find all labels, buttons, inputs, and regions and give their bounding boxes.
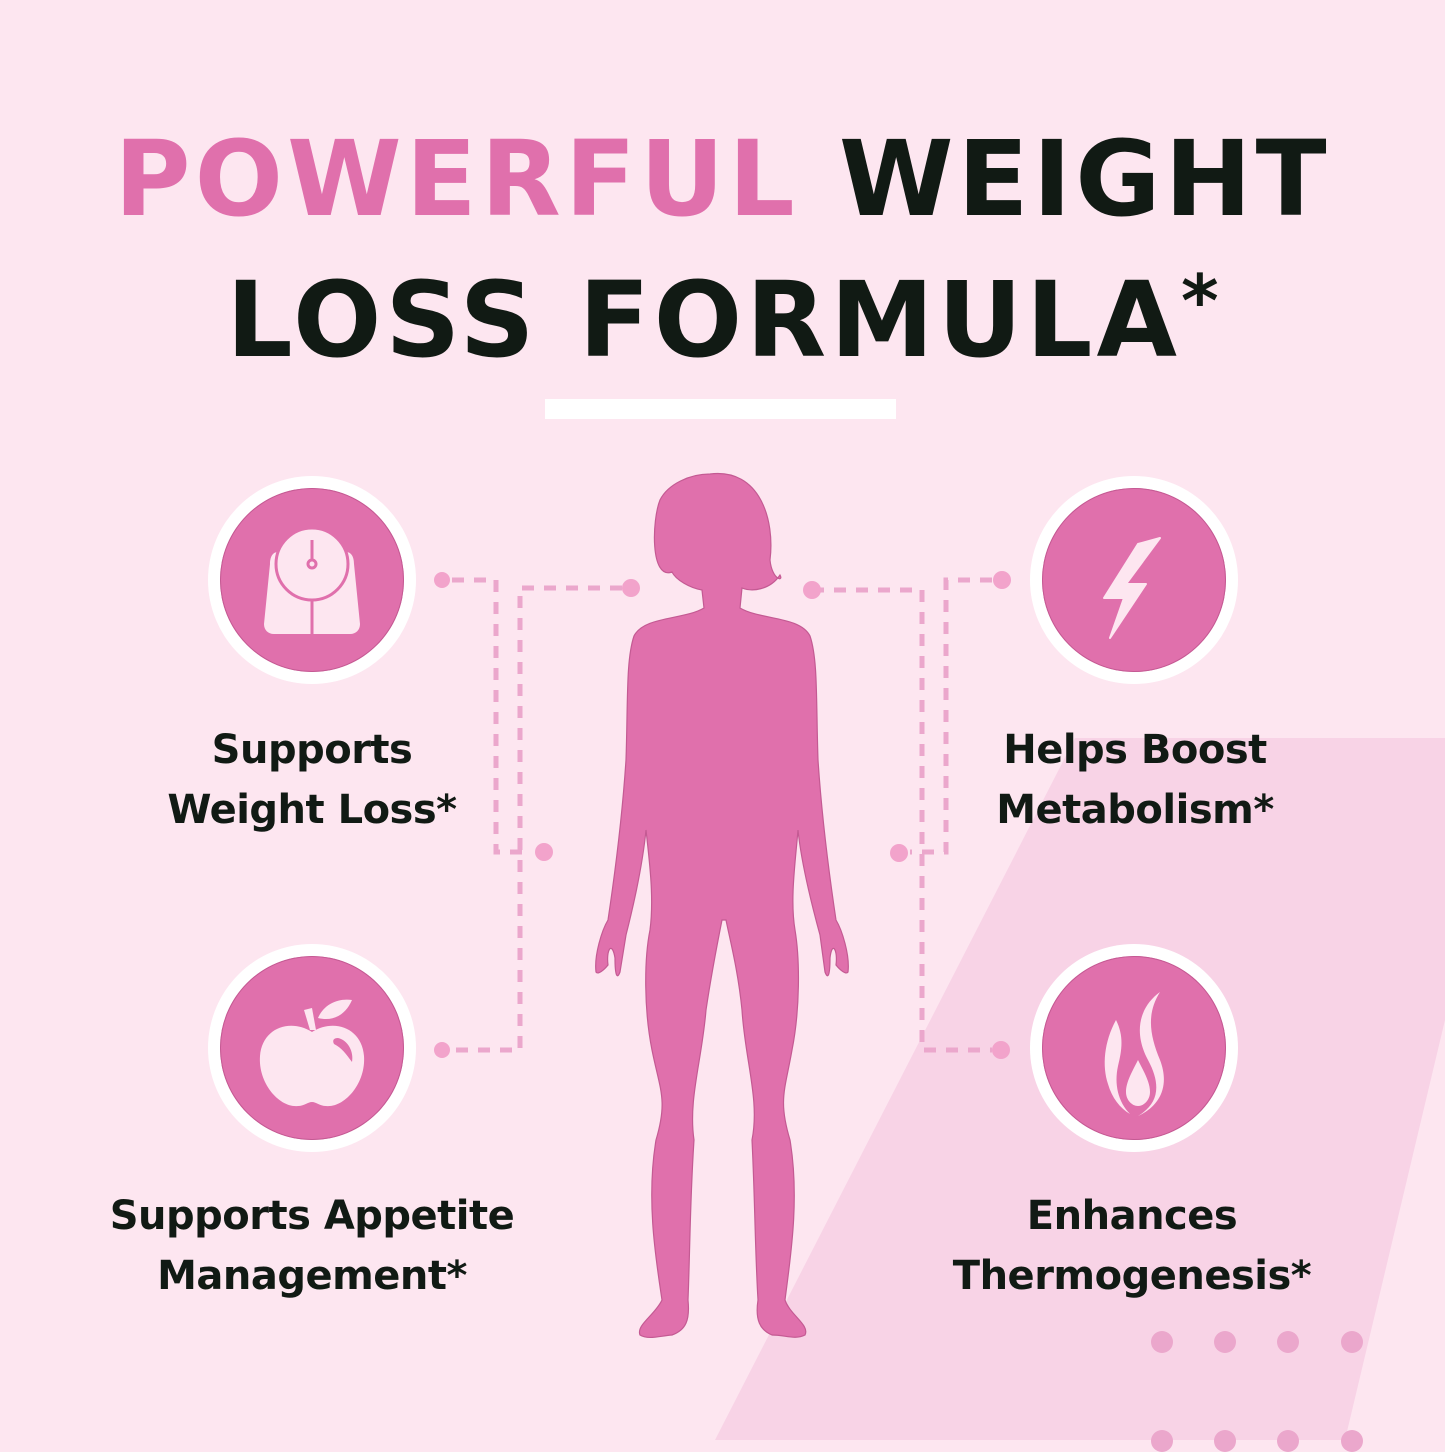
benefit-appetite-icon-disc xyxy=(220,956,404,1140)
decorative-dot xyxy=(1151,1331,1173,1353)
decorative-dot xyxy=(1214,1331,1236,1353)
headline: POWERFUL WEIGHT LOSS FORMULA* xyxy=(0,118,1445,381)
flame-icon xyxy=(1104,992,1164,1116)
decorative-dot xyxy=(1341,1331,1363,1353)
headline-line-1: POWERFUL WEIGHT xyxy=(0,118,1445,240)
connector-lines xyxy=(452,577,992,1053)
benefit-appetite-icon-ring xyxy=(208,944,416,1152)
headline-line-2-text: LOSS FORMULA xyxy=(226,259,1181,381)
lightning-bolt-icon xyxy=(1103,537,1161,639)
headline-divider xyxy=(545,399,896,419)
benefit-weight-loss-label: Supports Weight Loss* xyxy=(167,727,457,833)
benefit-metabolism-icon-ring xyxy=(1030,476,1238,684)
decorative-dot xyxy=(1214,1430,1236,1452)
woman-silhouette-icon xyxy=(595,473,849,1339)
benefit-thermogenesis-icon-disc xyxy=(1042,956,1226,1140)
benefit-metabolism-icon-disc xyxy=(1042,488,1226,672)
decorative-dot xyxy=(1277,1430,1299,1452)
benefit-thermogenesis-label: Enhances Thermogenesis* xyxy=(952,1193,1312,1299)
benefit-thermogenesis-icon-ring xyxy=(1030,944,1238,1152)
benefit-appetite-label: Supports Appetite Management* xyxy=(109,1193,515,1299)
decorative-dot xyxy=(1277,1331,1299,1353)
benefit-weight-loss-icon-ring xyxy=(208,476,416,684)
benefit-weight-loss-icon-disc xyxy=(220,488,404,672)
connector-dots xyxy=(434,571,1011,1059)
decorative-dot xyxy=(1151,1430,1173,1452)
headline-accent-word: POWERFUL xyxy=(114,118,799,240)
scale-icon xyxy=(264,526,360,634)
benefit-metabolism-label: Helps Boost Metabolism* xyxy=(996,727,1274,833)
decorative-dot xyxy=(1341,1430,1363,1452)
apple-icon xyxy=(259,999,365,1107)
headline-asterisk: * xyxy=(1180,259,1219,343)
headline-line-2: LOSS FORMULA* xyxy=(0,240,1445,381)
headline-line-1-rest: WEIGHT xyxy=(838,118,1331,240)
